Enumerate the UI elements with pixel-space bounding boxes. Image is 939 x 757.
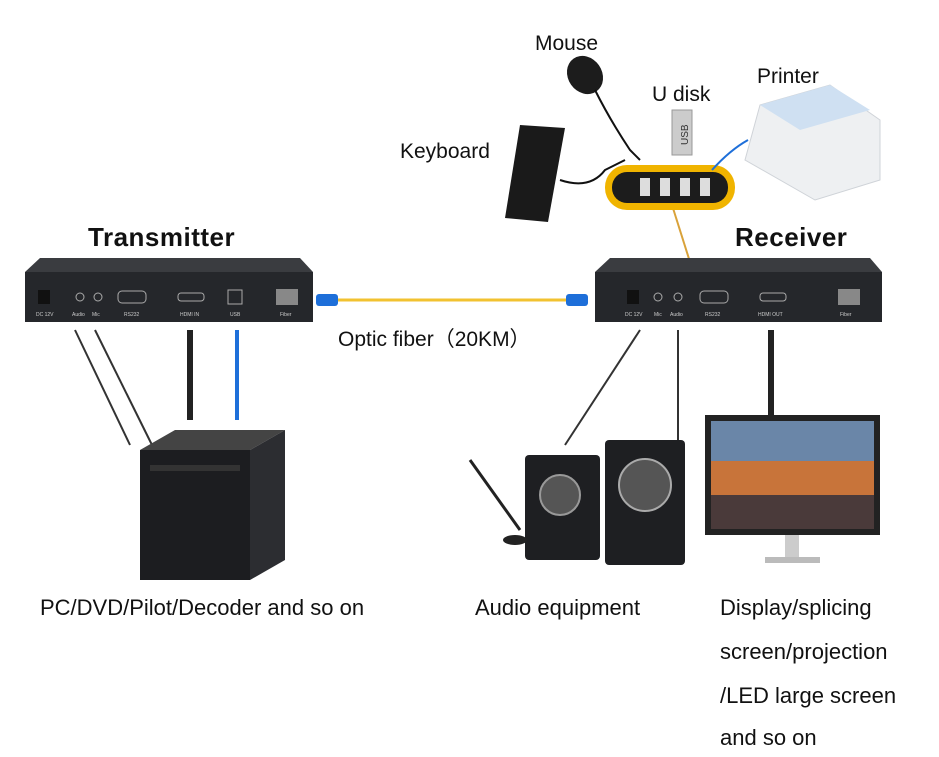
usb-hub-cable (671, 204, 691, 263)
svg-text:Audio: Audio (670, 312, 683, 318)
receiver-cables (564, 329, 774, 446)
svg-text:USB: USB (230, 312, 241, 318)
transmitter-device: DC 12V Audio Mic RS232 HDMI IN USB Fiber (25, 258, 313, 322)
keyboard-image (505, 125, 626, 222)
svg-text:Fiber: Fiber (280, 312, 292, 318)
receiver-title: Receiver (735, 222, 848, 252)
svg-text:Fiber: Fiber (840, 312, 852, 318)
audio-caption: Audio equipment (475, 595, 641, 620)
display-caption-line: Display/splicing (720, 595, 872, 620)
svg-text:RS232: RS232 (705, 312, 721, 318)
svg-text:HDMI IN: HDMI IN (180, 312, 200, 318)
svg-text:RS232: RS232 (124, 312, 140, 318)
source-caption: PC/DVD/Pilot/Decoder and so on (40, 595, 365, 620)
monitor-image (705, 415, 880, 563)
svg-text:DC 12V: DC 12V (625, 312, 643, 318)
svg-text:Mic: Mic (654, 312, 662, 318)
display-caption-line: screen/projection (720, 639, 888, 664)
pc-tower-image (140, 430, 285, 580)
fiber-connector-right (566, 294, 588, 306)
svg-text:DC 12V: DC 12V (36, 312, 54, 318)
keyboard-label: Keyboard (400, 140, 490, 163)
svg-text:HDMI OUT: HDMI OUT (758, 312, 783, 318)
u-disk-image: USB (671, 109, 693, 156)
fiber-connector-left (316, 294, 338, 306)
transmitter-cables (74, 329, 239, 446)
speakers-image (468, 440, 685, 565)
transmitter-title: Transmitter (88, 222, 236, 252)
mouse-image (566, 55, 641, 161)
fiber-label: Optic fiber（20KM） (338, 328, 531, 351)
printer-image (711, 84, 881, 201)
svg-text:Audio: Audio (72, 312, 85, 318)
u-disk-label: U disk (652, 83, 711, 106)
display-caption-line: and so on (720, 725, 817, 750)
display-caption-line: /LED large screen (720, 683, 897, 708)
printer-label: Printer (757, 65, 819, 88)
svg-text:USB: USB (680, 124, 691, 145)
mouse-label: Mouse (535, 32, 599, 55)
usb-hub (605, 165, 735, 210)
svg-text:Mic: Mic (92, 312, 100, 318)
receiver-device: DC 12V Mic Audio RS232 HDMI OUT Fiber (595, 258, 882, 322)
